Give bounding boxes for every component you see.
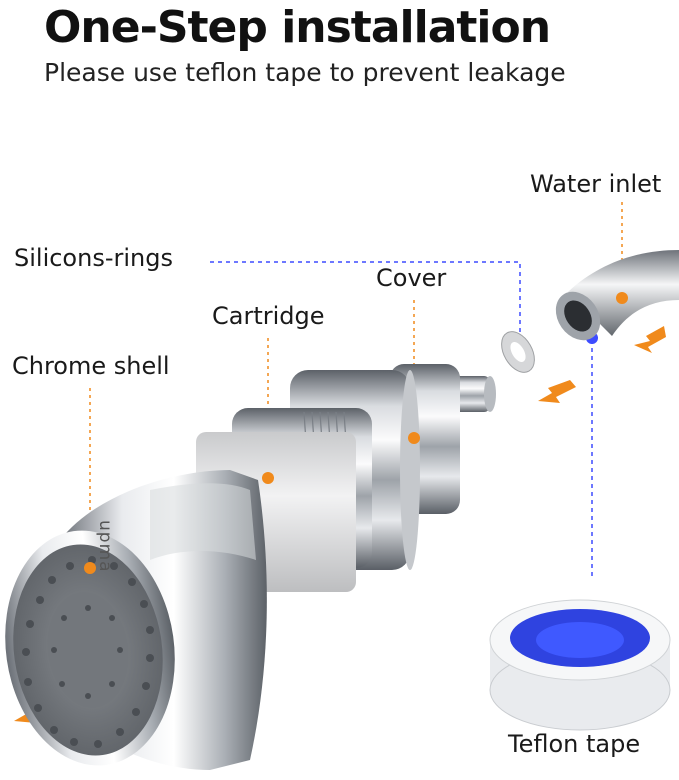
label-cartridge: Cartridge	[212, 302, 325, 330]
label-teflon-tape: Teflon tape	[508, 730, 641, 758]
page-title: One-Step installation	[44, 2, 551, 53]
teflon-tape-roll	[489, 599, 671, 731]
chrome-shell: upma	[5, 470, 267, 770]
label-chrome-shell: Chrome shell	[12, 352, 170, 380]
cartridge-marker-dot	[262, 472, 274, 484]
water-inlet-marker-dot	[616, 292, 628, 304]
silicone-ring	[501, 331, 535, 373]
cover-marker-dot	[408, 432, 420, 444]
brand-logo: upma	[95, 520, 115, 573]
label-silicon-rings: Silicons-rings	[14, 244, 173, 272]
label-water-inlet: Water inlet	[530, 170, 662, 198]
page-subtitle: Please use teflon tape to prevent leakag…	[44, 58, 566, 87]
chrome-shell-marker-dot	[84, 562, 96, 574]
spray-nozzles	[22, 556, 154, 748]
blue-guide-lines	[210, 261, 593, 580]
label-cover: Cover	[376, 264, 447, 292]
